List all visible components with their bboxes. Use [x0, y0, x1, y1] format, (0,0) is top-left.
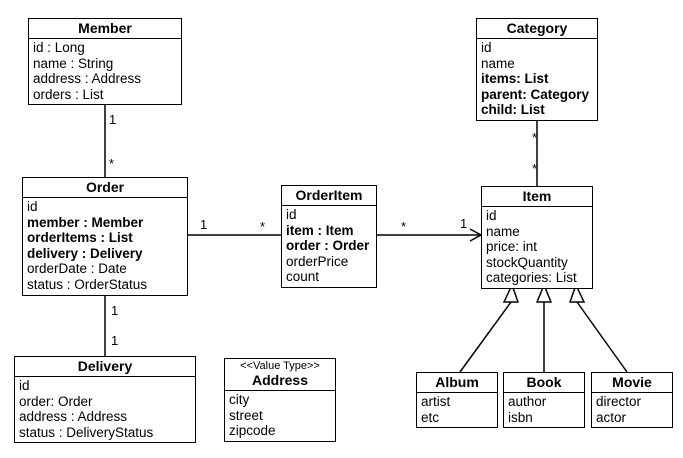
item-class: Item id name price: int stockQuantity ca… — [481, 186, 593, 289]
album-class-title: Album — [417, 373, 497, 393]
album-class: Album artist etc — [416, 372, 498, 429]
multiplicity-label: * — [109, 156, 115, 171]
movie-generalization-arrowhead — [568, 283, 586, 303]
album-generalization-line — [459, 301, 512, 373]
item-attr: price: int — [486, 239, 538, 255]
item-attr: name — [486, 223, 520, 239]
item-class-title: Item — [482, 187, 592, 207]
book-class-title: Book — [504, 373, 584, 393]
movie-class: Movie director actor — [591, 372, 673, 429]
member-attr: name : String — [33, 55, 114, 71]
movie-generalization-line — [576, 301, 628, 373]
multiplicity-label: 1 — [111, 303, 119, 318]
category-attr: items: List — [481, 71, 549, 87]
book-generalization-arrowhead — [535, 283, 553, 303]
order-class: Order id member : Member orderItems : Li… — [22, 177, 188, 296]
member-attr: id : Long — [33, 40, 85, 55]
order-attr: orderItems : List — [27, 230, 133, 246]
order-class-title: Order — [23, 178, 187, 198]
order-attr: member : Member — [27, 214, 144, 230]
movie-class-title: Movie — [592, 373, 672, 393]
orderitem-attr: order : Order — [286, 238, 370, 254]
book-class: Book author isbn — [503, 372, 585, 429]
member-attr: orders : List — [33, 86, 104, 102]
address-class: <<Value Type>> Address city street zipco… — [224, 358, 336, 442]
category-attr: id — [481, 40, 492, 55]
address-attr: zipcode — [229, 423, 276, 439]
address-stereotype: <<Value Type>> — [240, 360, 320, 372]
orderitem-attr: orderPrice — [286, 253, 349, 269]
multiplicity-label: 1 — [460, 216, 468, 231]
category-attr: parent: Category — [481, 86, 590, 102]
multiplicity-label: * — [260, 219, 266, 234]
category-class-title: Category — [477, 19, 597, 39]
address-attr: street — [229, 407, 263, 423]
delivery-attr: address : Address — [19, 409, 128, 425]
member-class-title: Member — [29, 19, 181, 39]
delivery-class: Delivery id order: Order address : Addre… — [14, 356, 196, 444]
multiplicity-label: 1 — [200, 217, 208, 232]
movie-attr: actor — [596, 409, 627, 425]
multiplicity-label: * — [532, 161, 538, 176]
order-attr: id — [27, 199, 38, 214]
member-attr: address : Address — [33, 71, 142, 87]
item-attr: id — [486, 208, 497, 223]
orderitem-attr: id — [286, 207, 297, 222]
category-attr: child: List — [481, 102, 545, 118]
book-attr: author — [508, 394, 547, 409]
orderitem-class: OrderItem id item : Item order : Order o… — [281, 185, 377, 288]
category-attr: name — [481, 55, 515, 71]
item-attr: stockQuantity — [486, 254, 568, 270]
multiplicity-label: * — [401, 219, 407, 234]
delivery-class-title: Delivery — [15, 357, 195, 377]
item-attr: categories: List — [486, 270, 577, 286]
multiplicity-label: 1 — [109, 112, 117, 127]
album-attr: etc — [421, 409, 440, 425]
order-attr: status : OrderStatus — [27, 276, 148, 292]
order-attr: orderDate : Date — [27, 261, 127, 277]
book-attr: isbn — [508, 409, 533, 425]
movie-attr: director — [596, 394, 642, 409]
orderitem-attr: count — [286, 269, 320, 285]
order-attr: delivery : Delivery — [27, 245, 143, 261]
category-class: Category id name items: List parent: Cat… — [476, 18, 598, 121]
address-title-text: Address — [251, 372, 309, 388]
orderitem-attr: item : Item — [286, 222, 354, 238]
member-class: Member id : Long name : String address :… — [28, 18, 182, 106]
delivery-attr: id — [19, 378, 30, 393]
orderitem-class-title: OrderItem — [282, 186, 376, 206]
album-generalization-arrowhead — [502, 283, 520, 303]
delivery-attr: order: Order — [19, 393, 93, 409]
album-attr: artist — [421, 394, 451, 409]
address-class-title: <<Value Type>> Address — [225, 359, 335, 391]
multiplicity-label: 1 — [111, 333, 119, 348]
delivery-attr: status : DeliveryStatus — [19, 424, 154, 440]
address-attr: city — [229, 392, 250, 407]
multiplicity-label: * — [532, 130, 538, 145]
